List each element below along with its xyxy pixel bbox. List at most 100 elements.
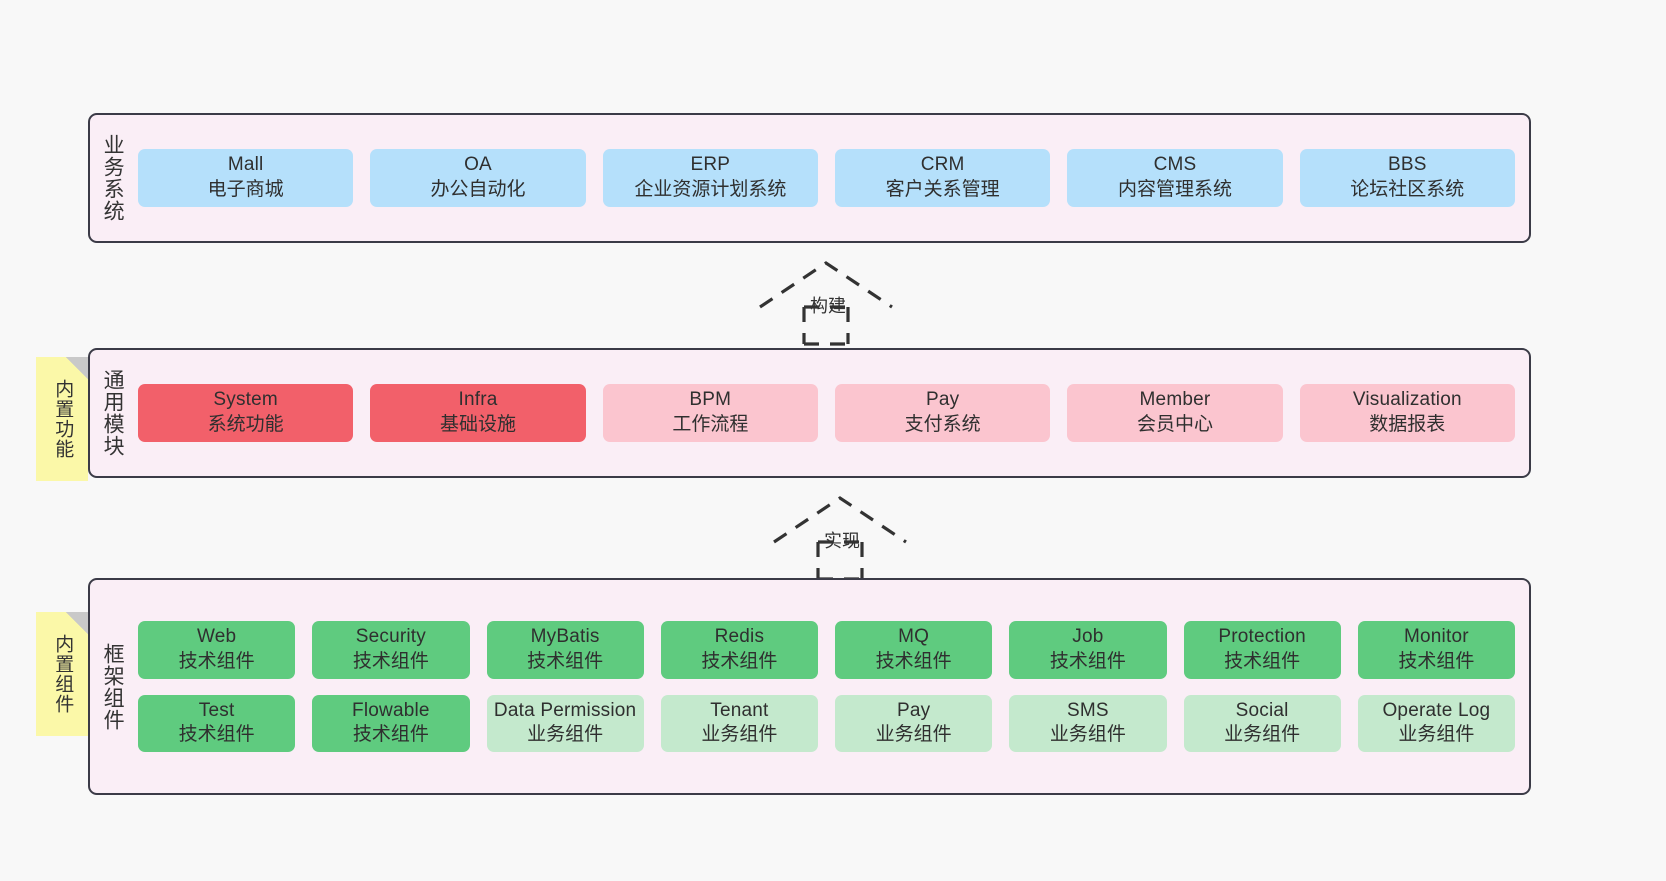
component-name: CMS: [1153, 154, 1197, 176]
component-subtitle: 业务组件: [875, 724, 952, 746]
layer-common-module: 通用模块 System 系统功能 Infra 基础设施 BPM 工作流程 Pay 支付系统 Me…: [88, 348, 1531, 478]
component-name: OA: [464, 154, 492, 176]
component-subtitle: 技术组件: [352, 724, 429, 746]
component-name: SMS: [1066, 699, 1109, 721]
component-box[interactable]: Operate Log 业务组件: [1357, 694, 1515, 752]
component-box[interactable]: Infra 基础设施: [370, 384, 586, 442]
component-subtitle: 业务组件: [1049, 724, 1126, 746]
component-subtitle: 业务组件: [1224, 724, 1301, 746]
component-subtitle: 技术组件: [178, 724, 255, 746]
component-box[interactable]: Pay 业务组件: [835, 694, 993, 752]
component-name: Pay: [896, 699, 931, 721]
connector-label-implement: 实现: [824, 531, 860, 551]
component-subtitle: 技术组件: [701, 650, 778, 672]
component-subtitle: 业务组件: [527, 724, 604, 746]
sticky-note-builtin-component: 内置组件: [36, 612, 88, 736]
component-name: Flowable: [352, 699, 430, 721]
layer-title-framework-component: 框架组件: [101, 642, 125, 731]
component-subtitle: 电子商城: [207, 179, 284, 200]
arrow-head-build: [759, 261, 893, 309]
component-name: Social: [1235, 699, 1289, 721]
component-subtitle: 论坛社区系统: [1350, 179, 1465, 200]
component-box[interactable]: Member 会员中心: [1067, 384, 1283, 442]
component-box[interactable]: SMS 业务组件: [1009, 694, 1167, 752]
page-fold-icon: [66, 357, 88, 379]
component-box[interactable]: Tenant 业务组件: [660, 694, 818, 752]
component-subtitle: 技术组件: [178, 650, 255, 672]
component-name: Data Permission: [493, 699, 637, 721]
component-name: Pay: [925, 389, 960, 411]
component-box[interactable]: BBS 论坛社区系统: [1299, 149, 1515, 207]
arrow-head-implement: [773, 496, 907, 544]
component-name: Tenant: [710, 699, 769, 721]
component-box[interactable]: BPM 工作流程: [602, 384, 818, 442]
component-box[interactable]: Data Permission 业务组件: [486, 694, 644, 752]
component-name: Operate Log: [1382, 699, 1491, 721]
component-name: Web: [196, 626, 237, 648]
component-subtitle: 支付系统: [904, 414, 981, 435]
component-subtitle: 技术组件: [527, 650, 604, 672]
component-box[interactable]: System 系统功能: [138, 384, 354, 442]
sticky-note-label: 内置功能: [52, 379, 74, 459]
component-subtitle: 业务组件: [1398, 724, 1475, 746]
component-subtitle: 技术组件: [1398, 650, 1475, 672]
component-box[interactable]: OA 办公自动化: [370, 149, 586, 207]
page-fold-icon: [66, 612, 88, 634]
component-box[interactable]: CMS 内容管理系统: [1067, 149, 1283, 207]
layer-title-business-system: 业务系统: [101, 134, 125, 222]
component-name: Test: [198, 699, 235, 721]
component-box[interactable]: Flowable 技术组件: [312, 694, 470, 752]
component-subtitle: 业务组件: [701, 724, 778, 746]
component-name: System: [213, 389, 278, 411]
component-subtitle: 技术组件: [1224, 650, 1301, 672]
component-name: Member: [1139, 389, 1211, 411]
component-subtitle: 会员中心: [1136, 414, 1213, 435]
component-subtitle: 工作流程: [672, 414, 749, 435]
component-name: Monitor: [1403, 626, 1469, 648]
component-box[interactable]: Test 技术组件: [138, 694, 296, 752]
connector-label-build: 构建: [810, 296, 846, 316]
layer-body-common-module: System 系统功能 Infra 基础设施 BPM 工作流程 Pay 支付系统 Member 会…: [134, 350, 1529, 476]
component-subtitle: 技术组件: [1049, 650, 1126, 672]
sticky-note-builtin-function: 内置功能: [36, 357, 88, 481]
component-name: BPM: [689, 389, 732, 411]
component-name: Visualization: [1352, 389, 1462, 411]
component-subtitle: 办公自动化: [430, 179, 526, 200]
component-name: Security: [355, 626, 426, 648]
component-name: Protection: [1218, 626, 1306, 648]
component-subtitle: 基础设施: [439, 414, 516, 435]
component-subtitle: 企业资源计划系统: [634, 179, 787, 200]
component-name: MQ: [898, 626, 930, 648]
layer-title-common-module: 通用模块: [101, 369, 125, 457]
component-name: Infra: [458, 389, 498, 411]
component-name: CRM: [920, 154, 965, 176]
component-subtitle: 内容管理系统: [1117, 179, 1232, 200]
connector-implement: 实现: [772, 494, 912, 581]
component-subtitle: 系统功能: [207, 414, 284, 435]
component-box[interactable]: Pay 支付系统: [834, 384, 1051, 442]
sticky-note-label: 内置组件: [52, 634, 74, 714]
component-box[interactable]: Social 业务组件: [1183, 694, 1341, 752]
component-name: BBS: [1387, 154, 1427, 176]
component-row: System 系统功能 Infra 基础设施 BPM 工作流程 Pay 支付系统 Member 会…: [138, 384, 1515, 442]
component-name: MyBatis: [530, 626, 600, 648]
